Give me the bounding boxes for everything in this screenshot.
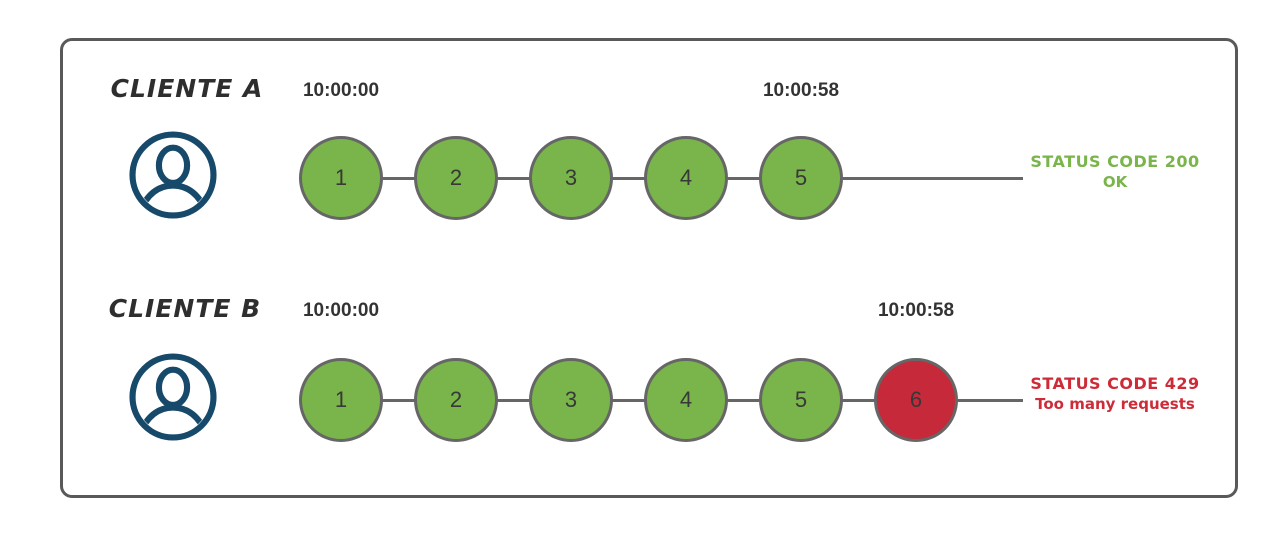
row-b-end-time: 10:00:58 — [877, 300, 955, 321]
row-b-status-message: Too many requests — [1035, 395, 1195, 413]
row-b-request-4: 4 — [644, 358, 728, 442]
user-b-avatar-icon — [129, 353, 217, 441]
row-b-request-1: 1 — [299, 358, 383, 442]
row-a-end-time: 10:00:58 — [762, 80, 840, 101]
row-b-status-code: STATUS CODE 429 — [1030, 374, 1200, 393]
row-b-request-6-rate-limited: 6 — [874, 358, 958, 442]
row-a-request-4: 4 — [644, 136, 728, 220]
row-b-request-2: 2 — [414, 358, 498, 442]
row-a-request-1: 1 — [299, 136, 383, 220]
row-a-status: STATUS CODE 200 OK — [1025, 152, 1205, 192]
row-a-request-5: 5 — [759, 136, 843, 220]
row-a-status-code: STATUS CODE 200 — [1030, 152, 1200, 171]
client-b-label: CLIENTE B — [108, 294, 262, 323]
row-b-status: STATUS CODE 429 Too many requests — [1025, 374, 1205, 414]
row-b-request-3: 3 — [529, 358, 613, 442]
row-a-request-3: 3 — [529, 136, 613, 220]
row-a-start-time: 10:00:00 — [302, 80, 380, 101]
row-b-request-5: 5 — [759, 358, 843, 442]
user-a-avatar-icon — [129, 131, 217, 219]
row-a-status-message: OK — [1102, 173, 1128, 191]
diagram-container — [60, 38, 1238, 498]
row-b-start-time: 10:00:00 — [302, 300, 380, 321]
row-a-request-2: 2 — [414, 136, 498, 220]
client-a-label: CLIENTE A — [110, 74, 264, 103]
